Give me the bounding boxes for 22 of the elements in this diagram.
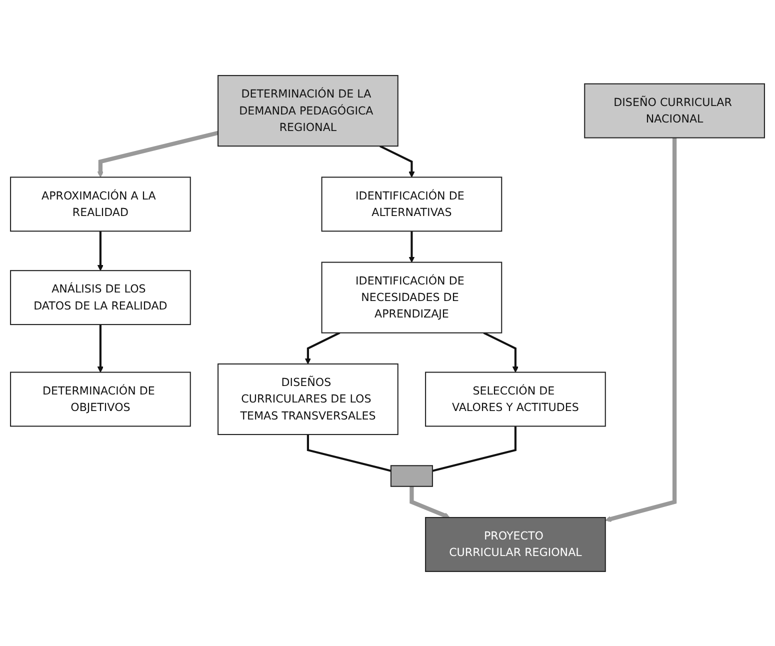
- node-box: DISEÑO CURRICULAR NACIONAL: [584, 82, 765, 138]
- node-box: DETERMINACIÓN DE OBJETIVOS: [10, 371, 191, 426]
- node-box: DISEÑOS CURRICULARES DE LOS TEMAS TRANSVERSALES: [218, 362, 398, 435]
- connector: [432, 426, 516, 472]
- arrow: [380, 144, 415, 177]
- arrow: [408, 230, 415, 262]
- connector: [306, 434, 392, 472]
- arrow: [605, 137, 677, 522]
- node-box: ANÁLISIS DE LOS DATOS DE LA REALIDAD: [10, 270, 191, 325]
- node-box: SELECCIÓN DE VALORES Y ACTITUDES: [425, 371, 606, 426]
- arrow: [97, 230, 104, 270]
- arrow: [304, 331, 340, 364]
- arrow: [410, 486, 450, 518]
- arrow: [483, 331, 518, 372]
- node-box: IDENTIFICACIÓN DE ALTERNATIVAS: [321, 176, 502, 232]
- node-box: [390, 464, 433, 486]
- node-box: APROXIMACIÓN A LA REALIDAD: [10, 176, 191, 232]
- node-box: PROYECTO CURRICULAR REGIONAL: [425, 516, 606, 572]
- node-box: IDENTIFICACIÓN DE NECESIDADES DE APRENDIZAJE: [321, 261, 502, 333]
- arrow: [97, 130, 219, 177]
- node-box: DETERMINACIÓN DE LA DEMANDA PEDAGÓGICA REGIONAL: [218, 74, 398, 146]
- arrow: [97, 324, 104, 372]
